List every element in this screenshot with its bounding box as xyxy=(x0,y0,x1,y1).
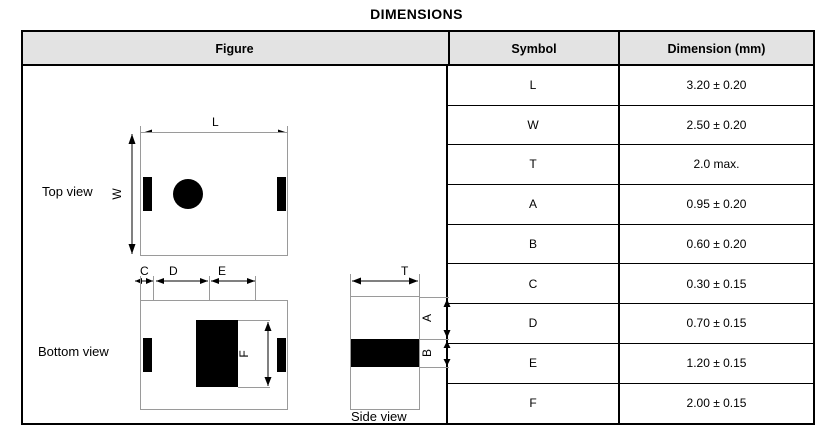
cell-symbol: L xyxy=(529,78,537,92)
cell-symbol: B xyxy=(528,236,537,251)
cell-dimension: 2.00 ± 0.15 xyxy=(686,395,747,410)
side-view-terminal-band xyxy=(351,339,419,367)
table-row: B 0.60 ± 0.20 xyxy=(448,225,813,265)
table-row: A 0.95 ± 0.20 xyxy=(448,185,813,225)
bottom-view-center-pad xyxy=(196,320,238,387)
bottom-view-terminal-left xyxy=(143,338,152,372)
dimension-arrow-A xyxy=(443,299,451,338)
callout-D: D xyxy=(169,264,178,278)
table-row: E 1.20 ± 0.15 xyxy=(448,344,813,384)
callout-B: B xyxy=(420,349,434,358)
extension-line-B-bottom xyxy=(419,367,449,368)
cell-dimension: 3.20 ± 0.20 xyxy=(686,78,747,92)
column-divider-symbol-dimension xyxy=(618,66,620,423)
column-header-dimension: Dimension (mm) xyxy=(618,32,813,66)
extension-line-T-right xyxy=(419,274,420,296)
extension-line-T-left xyxy=(350,274,351,296)
figure-cell: Top view L W Bottom view C D E xyxy=(23,66,451,424)
extension-line-bv-1 xyxy=(140,276,141,300)
dimension-arrow-T xyxy=(352,277,418,285)
dimension-arrow-B xyxy=(443,341,451,366)
dimension-arrow-C xyxy=(135,278,153,284)
callout-L: L xyxy=(212,115,219,129)
cell-dimension: 0.30 ± 0.15 xyxy=(686,276,747,291)
cell-symbol: D xyxy=(528,316,538,331)
bottom-view-terminal-right xyxy=(277,338,286,372)
table-row: F 2.00 ± 0.15 xyxy=(448,384,813,424)
extension-line-A-top xyxy=(419,297,449,298)
cell-dimension: 0.70 ± 0.15 xyxy=(686,316,747,331)
extension-line-F-bottom xyxy=(238,387,270,388)
cell-symbol: E xyxy=(528,355,537,370)
dimensions-table: Figure Symbol Dimension (mm) Top view L … xyxy=(21,30,815,425)
table-row: T 2.0 max. xyxy=(448,145,813,186)
cell-dimension: 0.60 ± 0.20 xyxy=(686,236,747,251)
top-view-terminal-left xyxy=(143,177,152,211)
callout-C: C xyxy=(140,264,149,278)
cell-dimension: 0.95 ± 0.20 xyxy=(686,197,747,212)
top-view-outline xyxy=(140,132,288,256)
callout-A: A xyxy=(420,314,434,323)
dimension-rows: L 3.20 ± 0.20 W 2.50 ± 0.20 T 2.0 max. A… xyxy=(448,66,813,423)
top-view-terminal-right xyxy=(277,177,286,211)
top-view-polarity-dot xyxy=(173,179,203,209)
cell-symbol: F xyxy=(529,395,537,410)
table-row: L 3.20 ± 0.20 xyxy=(448,66,813,106)
cell-symbol: W xyxy=(527,117,539,132)
page-title: DIMENSIONS xyxy=(370,6,463,22)
dimension-arrow-F xyxy=(264,322,272,386)
callout-E: E xyxy=(218,264,227,278)
callout-W: W xyxy=(110,188,124,200)
table-row: D 0.70 ± 0.15 xyxy=(448,304,813,344)
cell-dimension: 1.20 ± 0.15 xyxy=(686,355,747,370)
dimension-arrow-W xyxy=(128,134,136,254)
dimension-arrow-D xyxy=(156,278,208,284)
side-view-label: Side view xyxy=(351,409,407,424)
cell-symbol: T xyxy=(529,157,537,172)
callout-F: F xyxy=(237,350,251,358)
cell-symbol: C xyxy=(528,276,538,291)
cell-symbol: A xyxy=(528,197,537,212)
column-header-symbol: Symbol xyxy=(448,32,618,66)
column-divider-figure-symbol xyxy=(446,66,448,423)
table-row: C 0.30 ± 0.15 xyxy=(448,265,813,305)
column-header-figure: Figure xyxy=(215,42,254,56)
cell-dimension: 2.0 max. xyxy=(693,157,740,172)
extension-line-F-top xyxy=(238,320,270,321)
cell-dimension: 2.50 ± 0.20 xyxy=(686,117,747,132)
dimension-arrow-E xyxy=(211,278,255,284)
top-view-label: Top view xyxy=(42,184,93,199)
table-row: W 2.50 ± 0.20 xyxy=(448,106,813,146)
bottom-view-label: Bottom view xyxy=(38,344,109,359)
table-header-row: Figure Symbol Dimension (mm) xyxy=(23,32,813,66)
callout-T: T xyxy=(401,264,409,278)
extension-line-A-bottom xyxy=(419,339,449,340)
